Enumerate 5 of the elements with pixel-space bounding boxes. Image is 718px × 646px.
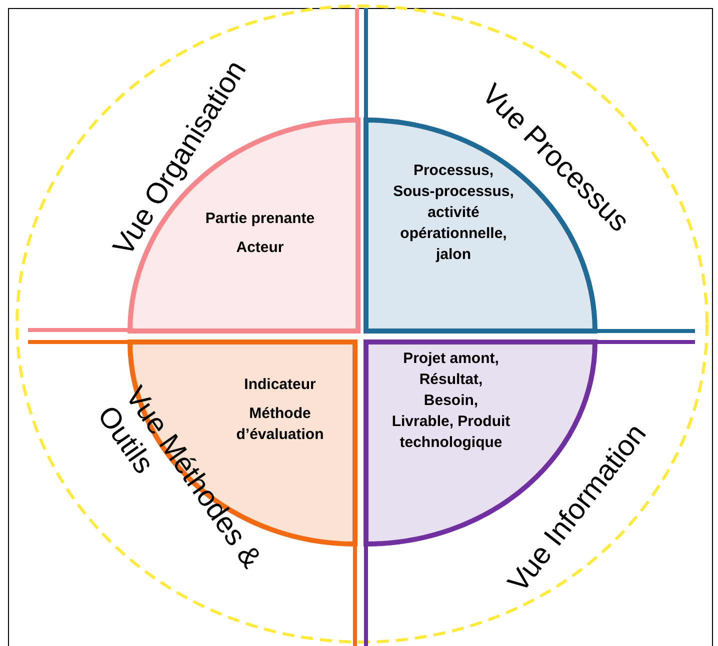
segment-text: Indicateur xyxy=(243,375,317,395)
segment-text: Partie prenante xyxy=(204,209,316,229)
segment-text: Processus, Sous-processus, activité opérationnelle, jalon xyxy=(392,161,515,265)
segment-text: Acteur xyxy=(235,238,285,258)
segment-text: Projet amont, Résultat, Besoin, Livrable, Produit technologique xyxy=(391,349,511,453)
